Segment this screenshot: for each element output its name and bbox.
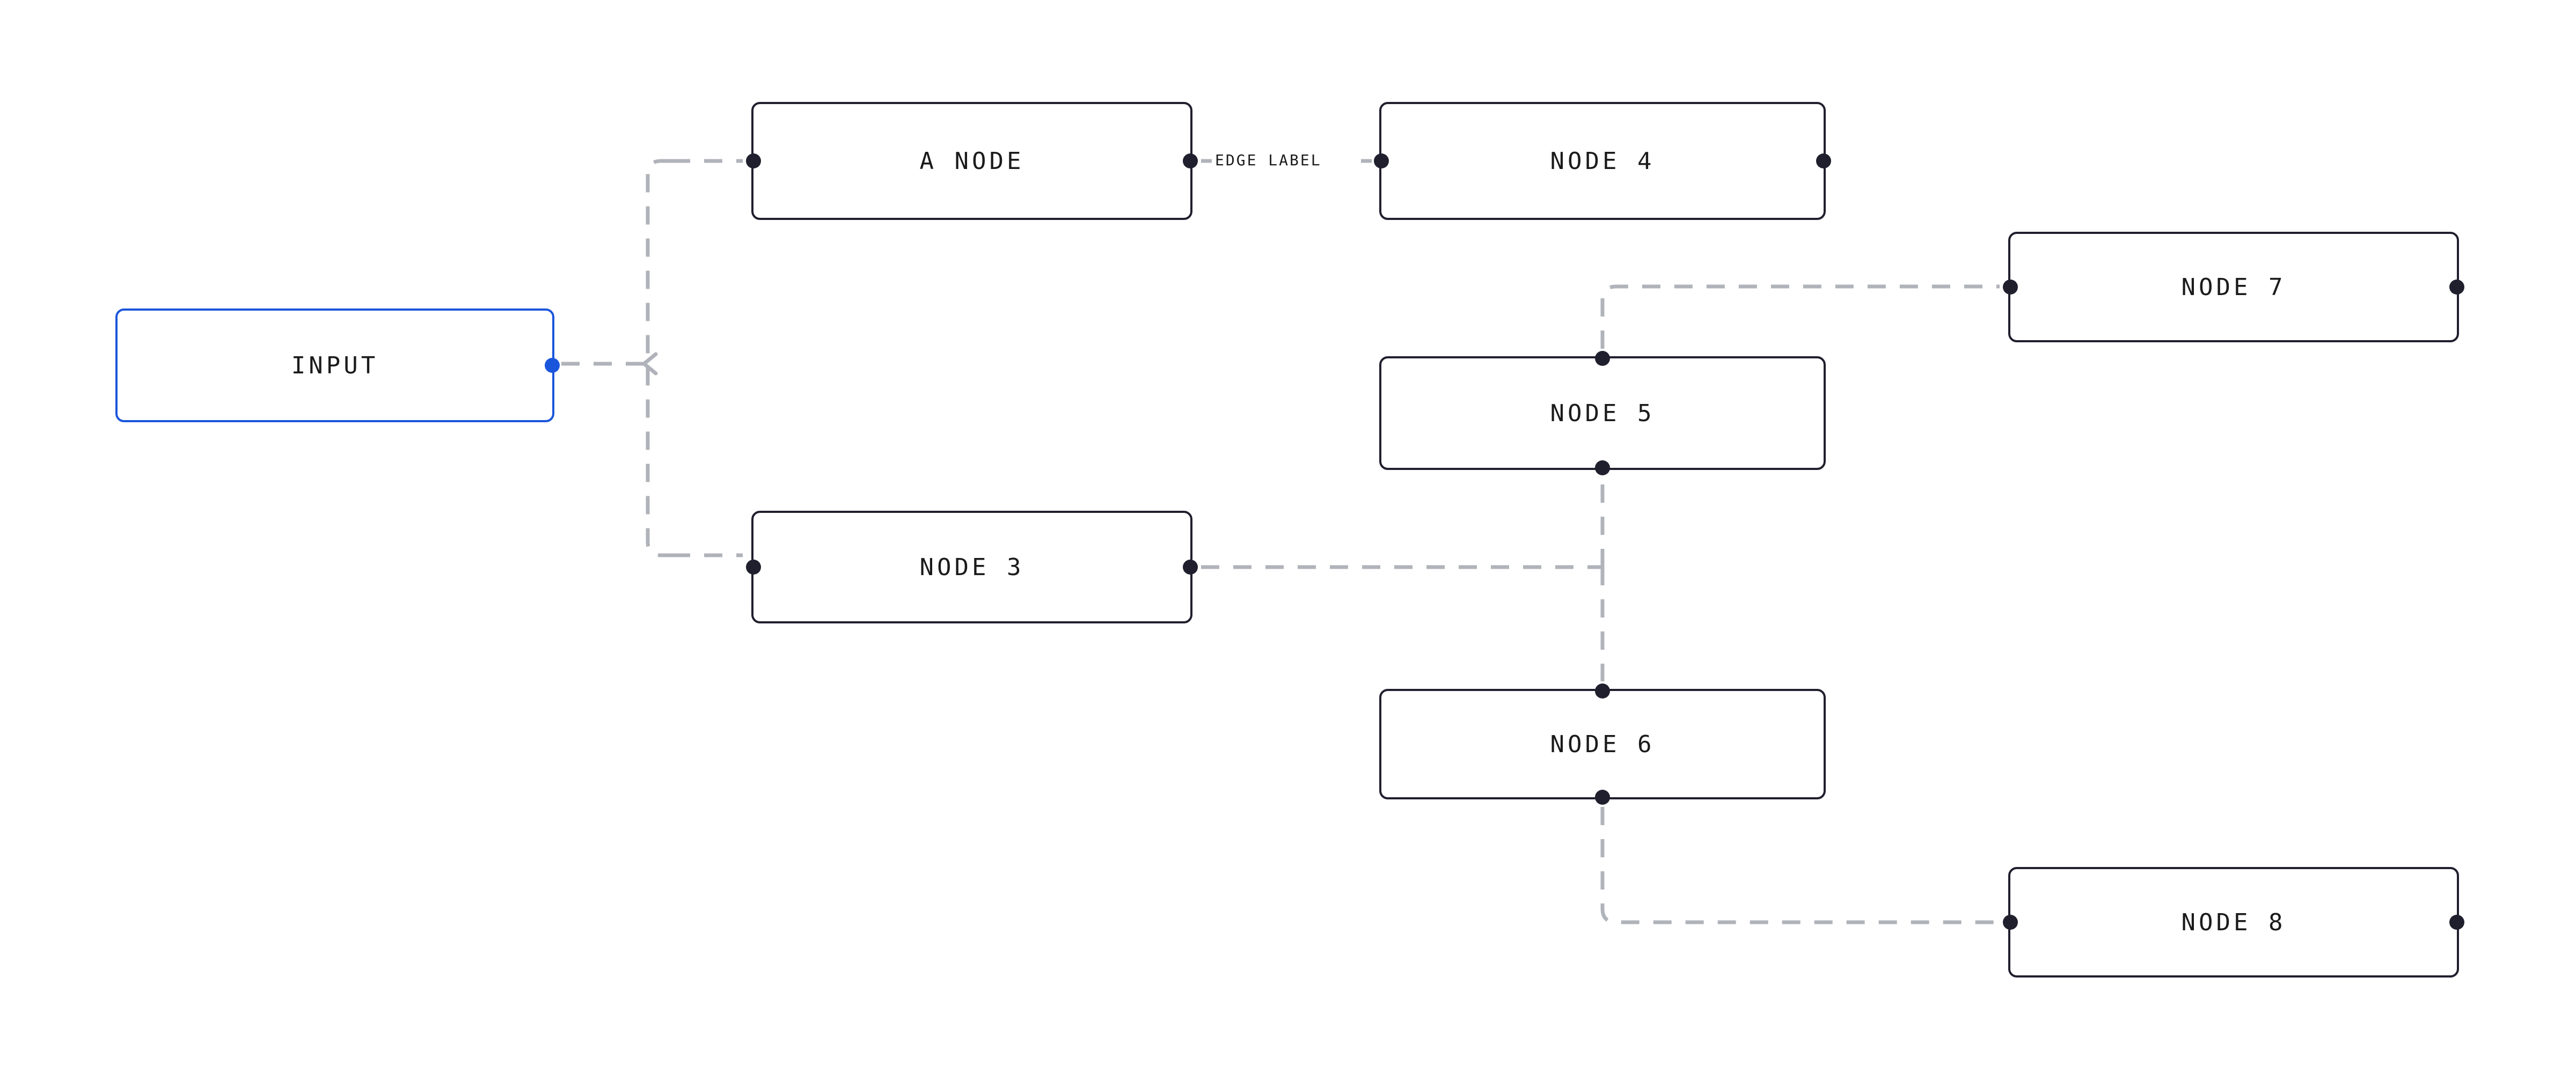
node-node-5-handle-top[interactable] bbox=[1595, 351, 1610, 366]
edge-label-a-node-to-node-4[interactable]: EDGE LABEL bbox=[1212, 151, 1325, 169]
node-node-4-label: NODE 4 bbox=[1550, 147, 1655, 175]
node-node-3[interactable]: NODE 3 bbox=[746, 511, 1198, 623]
node-node-7-handle-left[interactable] bbox=[2003, 280, 2018, 295]
node-node-6[interactable]: NODE 6 bbox=[1379, 684, 1826, 805]
node-node-4[interactable]: NODE 4 bbox=[1374, 102, 1831, 220]
node-input-label: INPUT bbox=[291, 351, 379, 379]
node-node-5-handle-bottom[interactable] bbox=[1595, 460, 1610, 475]
node-a-node-handle-left[interactable] bbox=[746, 153, 761, 168]
node-input[interactable]: INPUT bbox=[115, 308, 560, 422]
node-node-7[interactable]: NODE 7 bbox=[2003, 232, 2464, 342]
node-input-handle-right[interactable] bbox=[545, 358, 560, 373]
node-node-8-label: NODE 8 bbox=[2181, 908, 2286, 936]
edge-node-5-to-node-7 bbox=[1600, 284, 2000, 349]
node-node-4-handle-left[interactable] bbox=[1374, 153, 1389, 168]
node-node-7-handle-right[interactable] bbox=[2449, 280, 2464, 295]
node-node-6-label: NODE 6 bbox=[1550, 730, 1655, 758]
node-node-8-handle-right[interactable] bbox=[2449, 915, 2464, 930]
node-a-node[interactable]: A NODE bbox=[746, 102, 1198, 220]
node-node-7-label: NODE 7 bbox=[2181, 273, 2286, 301]
node-node-6-handle-bottom[interactable] bbox=[1595, 790, 1610, 805]
node-node-3-label: NODE 3 bbox=[919, 553, 1024, 581]
node-node-3-handle-right[interactable] bbox=[1183, 560, 1198, 575]
edge-input-trunk bbox=[646, 159, 672, 557]
node-node-5[interactable]: NODE 5 bbox=[1379, 351, 1826, 475]
node-node-4-handle-right[interactable] bbox=[1816, 153, 1831, 168]
edge-fork-chevron-icon bbox=[642, 352, 658, 376]
node-node-8-handle-left[interactable] bbox=[2003, 915, 2018, 930]
node-a-node-label: A NODE bbox=[919, 147, 1024, 175]
node-node-8[interactable]: NODE 8 bbox=[2003, 867, 2464, 978]
node-a-node-handle-right[interactable] bbox=[1183, 153, 1198, 168]
node-node-6-handle-top[interactable] bbox=[1595, 684, 1610, 699]
node-node-3-handle-left[interactable] bbox=[746, 560, 761, 575]
node-node-5-label: NODE 5 bbox=[1550, 399, 1655, 427]
edge-node-6-to-node-8 bbox=[1600, 807, 2000, 924]
